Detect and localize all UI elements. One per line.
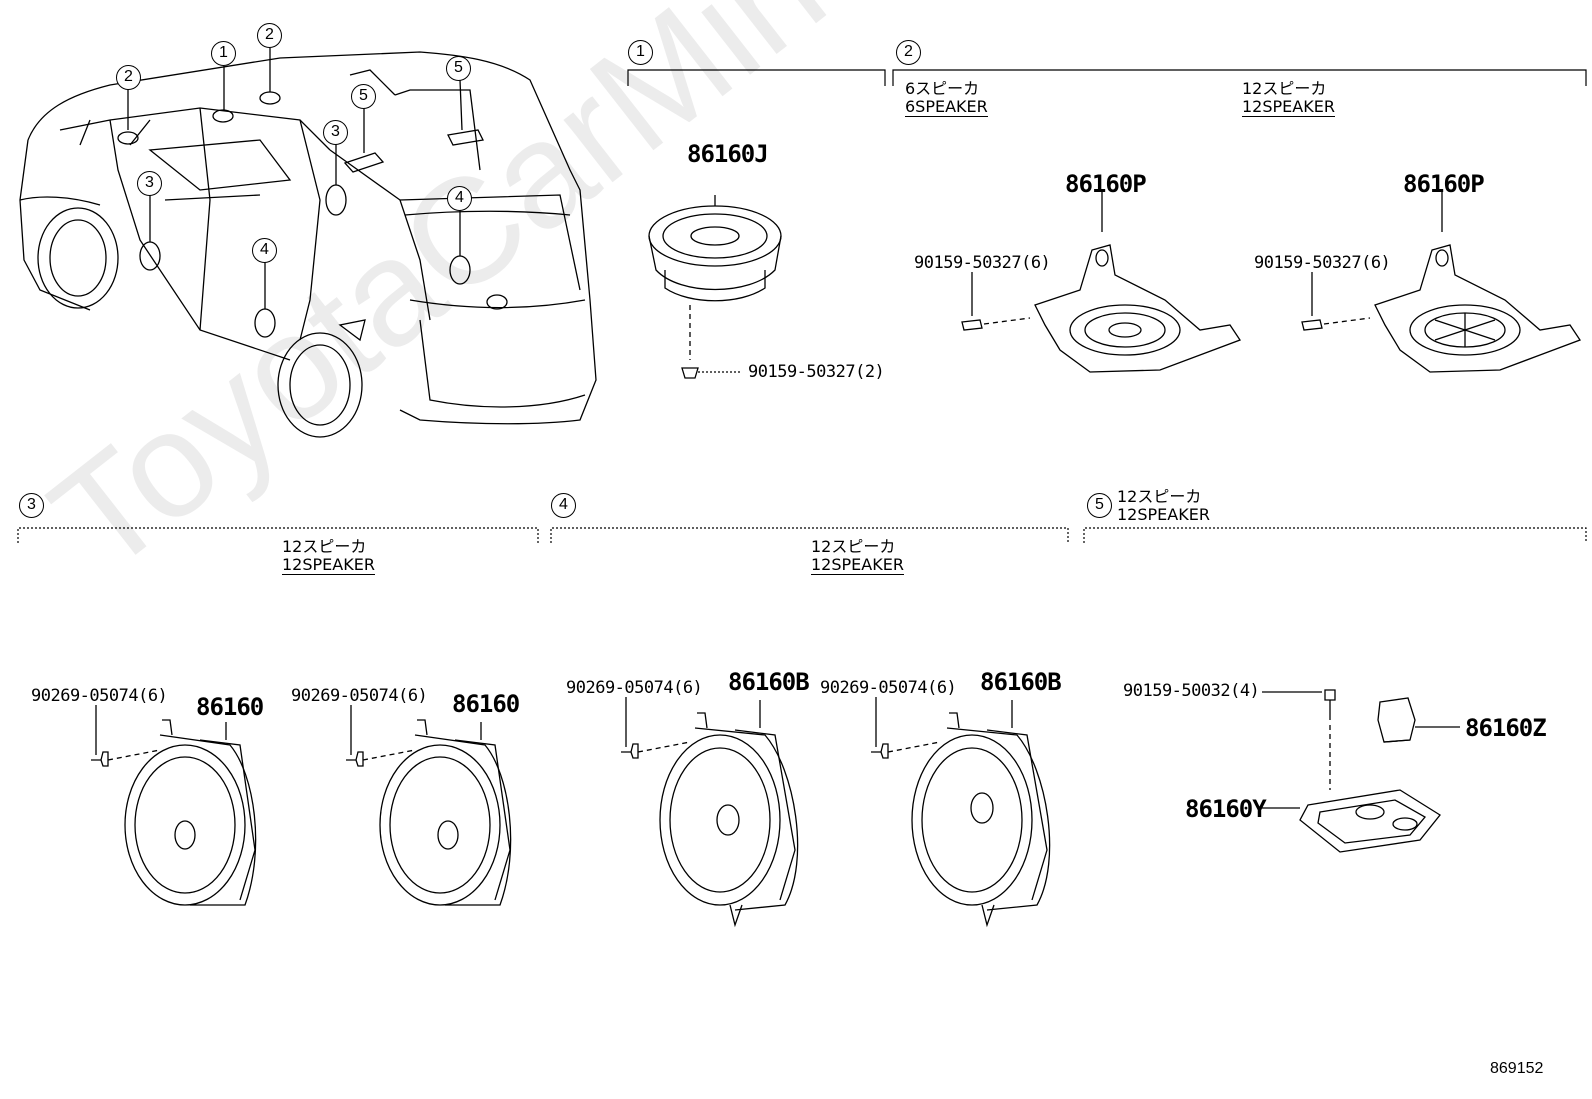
part-86160Z-label: 86160Z [1465, 714, 1547, 742]
speaker-86160B-b-drawing [871, 697, 1051, 928]
config-a-english: 6SPEAKER [905, 97, 988, 117]
fastener-90159-50327-6-a-label: 90159-50327(6) [914, 253, 1051, 273]
vehicle-callout-2a: 2 [116, 65, 141, 90]
fastener-90269-05074-a-label: 90269-05074(6) [31, 686, 168, 706]
part-86160Y-label: 86160Y [1185, 795, 1267, 823]
fastener-90269-05074-c-label: 90269-05074(6) [566, 678, 703, 698]
section-4-config: 12スピーカ 12SPEAKER [811, 538, 904, 575]
part-86160P-b-label: 86160P [1403, 170, 1485, 198]
part-86160-a-label: 86160 [196, 693, 264, 721]
leader-lines [225, 700, 1013, 740]
section-4-config-japanese: 12スピーカ [811, 537, 896, 556]
section-1-number: 1 [628, 40, 653, 65]
section-brackets [17, 69, 1587, 543]
bracket-86160Y-drawing [1260, 689, 1441, 853]
speaker-86160-a-drawing [91, 705, 257, 906]
vehicle-callout-2b: 2 [257, 23, 282, 48]
section-3-config-japanese: 12スピーカ [282, 537, 367, 556]
part-86160J-label: 86160J [687, 140, 769, 168]
fastener-90269-05074-b-label: 90269-05074(6) [291, 686, 428, 706]
part-86160B-a-label: 86160B [728, 668, 810, 696]
vehicle-callout-4a: 4 [447, 186, 472, 211]
section-4-number: 4 [551, 493, 576, 518]
part-86160-b-label: 86160 [452, 690, 520, 718]
config-a-japanese: 6スピーカ [905, 79, 980, 98]
speaker-86160B-a-drawing [621, 697, 799, 928]
fastener-90159-50032-label: 90159-50032(4) [1123, 681, 1260, 701]
speaker-86160-b-drawing [346, 705, 512, 906]
speaker-86160J-drawing [648, 195, 782, 379]
speaker-86160P-6sp-drawing [961, 192, 1241, 373]
section-3-config: 12スピーカ 12SPEAKER [282, 538, 375, 575]
fastener-90269-05074-d-label: 90269-05074(6) [820, 678, 957, 698]
vehicle-callout-3a: 3 [323, 120, 348, 145]
part-86160B-b-label: 86160B [980, 668, 1062, 696]
vehicle-callout-1: 1 [211, 41, 236, 66]
section-4-config-english: 12SPEAKER [811, 555, 904, 575]
section-3-number: 3 [19, 493, 44, 518]
vehicle-illustration [19, 48, 597, 438]
section-5-number: 5 [1087, 493, 1112, 518]
vehicle-callout-5b: 5 [351, 84, 376, 109]
section-2-number: 2 [896, 40, 921, 65]
vehicle-callout-5a: 5 [446, 56, 471, 81]
section-3-config-english: 12SPEAKER [282, 555, 375, 575]
fastener-90159-50327-6-b-label: 90159-50327(6) [1254, 253, 1391, 273]
fastener-90159-50327-2-label: 90159-50327(2) [748, 362, 885, 382]
illustration-number: 869152 [1490, 1060, 1544, 1077]
config-b-english: 12SPEAKER [1242, 97, 1335, 117]
config-b-japanese: 12スピーカ [1242, 79, 1327, 98]
connector-86160Z-drawing [1377, 697, 1460, 743]
section-5-config: 12スピーカ 12SPEAKER [1117, 488, 1210, 524]
section-2-config-a: 6スピーカ 6SPEAKER [905, 80, 988, 117]
part-86160P-a-label: 86160P [1065, 170, 1147, 198]
section-2-config-b: 12スピーカ 12SPEAKER [1242, 80, 1335, 117]
section-5-config-japanese: 12スピーカ [1117, 487, 1202, 506]
section-5-config-english: 12SPEAKER [1117, 505, 1210, 524]
vehicle-callout-4b: 4 [252, 238, 277, 263]
vehicle-callout-3b: 3 [137, 171, 162, 196]
speaker-86160P-12sp-drawing [1301, 192, 1581, 373]
